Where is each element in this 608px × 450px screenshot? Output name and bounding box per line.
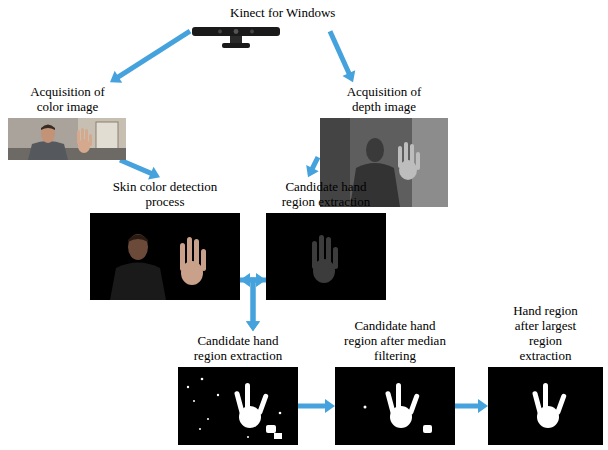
panel-caption: Kinect for Windows <box>190 3 330 24</box>
block-arrow <box>110 31 190 82</box>
arrow-head <box>246 321 260 331</box>
block-arrow <box>298 399 335 413</box>
panel-caption: Acquisition of depth image <box>337 82 432 118</box>
arrow-head <box>343 70 356 82</box>
block-arrow <box>455 399 488 413</box>
arrow-shaft <box>120 160 152 174</box>
panel-caption: Acquisition of color image <box>20 82 115 118</box>
largest-region <box>488 367 603 445</box>
picture-area <box>178 367 298 445</box>
panel-caption: Skin color detection process <box>110 177 220 213</box>
picture-area <box>90 213 240 300</box>
device-node: Kinect for Windows <box>190 3 330 50</box>
image-panel: Hand region after largest region extract… <box>488 301 603 445</box>
arrow-shaft <box>330 31 349 74</box>
picture-area <box>190 24 330 50</box>
color-photo <box>8 118 126 160</box>
arrow-head <box>325 399 335 413</box>
arrow-shaft <box>253 280 266 322</box>
arrow-shaft <box>455 404 479 409</box>
arrow-head <box>306 165 319 177</box>
panel-caption: Candidate hand region extraction <box>271 177 381 213</box>
arrow-head <box>148 167 160 180</box>
median-filtered <box>335 367 455 445</box>
picture-area <box>5 118 130 160</box>
picture-area <box>488 367 603 445</box>
panel-caption: Hand region after largest region extract… <box>502 301 590 367</box>
arrow-shaft <box>118 31 190 77</box>
arrow-head <box>246 321 260 331</box>
binary-candidate <box>178 367 298 445</box>
image-panel: Skin color detection process <box>90 177 240 300</box>
arrow-shaft <box>312 157 318 169</box>
panel-caption: Candidate hand region after median filte… <box>340 316 450 367</box>
skin-photo <box>90 213 240 300</box>
kinect-sensor <box>190 24 285 50</box>
block-arrow <box>240 280 260 331</box>
picture-area <box>266 213 386 300</box>
arrow-head <box>478 399 488 413</box>
block-arrow <box>330 31 355 82</box>
image-panel: Acquisition of color image <box>5 82 130 160</box>
picture-area <box>335 367 455 445</box>
panel-caption: Candidate hand region extraction <box>183 331 293 367</box>
block-arrow <box>120 160 160 180</box>
block-arrow <box>246 280 266 331</box>
block-arrow <box>306 157 319 177</box>
image-panel: Candidate hand region extraction <box>266 177 386 300</box>
image-panel: Candidate hand region extraction <box>178 331 298 445</box>
arrow-head <box>110 71 122 83</box>
depth-region <box>266 213 386 300</box>
arrow-shaft <box>298 404 326 409</box>
image-panel: Candidate hand region after median filte… <box>335 316 455 445</box>
